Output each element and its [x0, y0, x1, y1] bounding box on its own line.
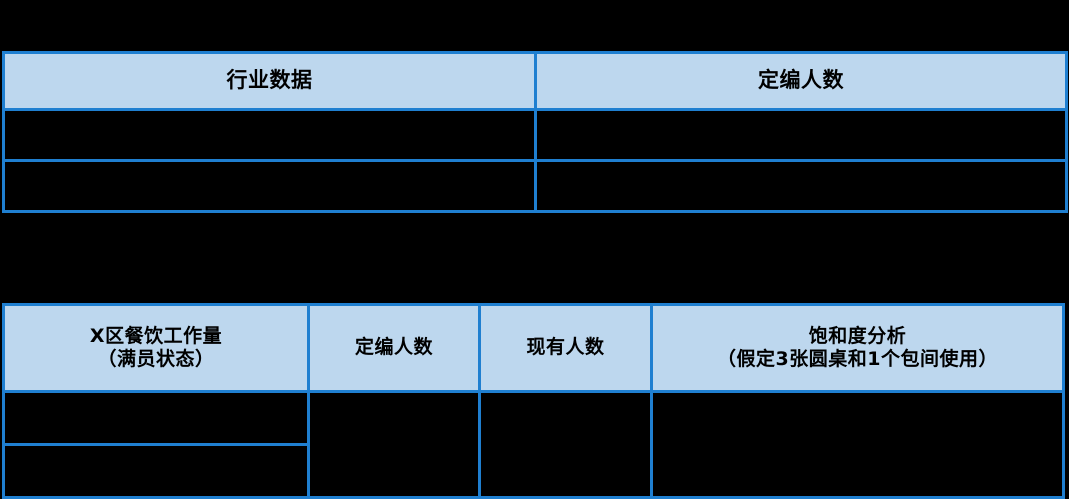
workload-table-header-label-staffing-quota: 定编人数: [354, 336, 433, 359]
workload-table-header-label-workload-line2: （满员状态）: [97, 348, 215, 370]
workload-table-header-cell-saturation-analysis: 饱和度分析 （假定3张圆桌和1个包间使用）: [650, 303, 1065, 393]
table-row: [2, 108, 1068, 162]
industry-data-table: 行业数据 定编人数: [2, 51, 1068, 213]
workload-table-header-label-workload-line1: X区餐饮工作量: [89, 324, 223, 347]
industry-table-cell-r2c2[interactable]: [534, 159, 1068, 213]
workload-table-cell-r2-workload[interactable]: [2, 443, 310, 499]
industry-table-cell-r1c2[interactable]: [534, 108, 1068, 162]
workload-table-header-cell-staffing-quota: 定编人数: [307, 303, 481, 393]
workload-table-header-label-current-headcount: 现有人数: [526, 336, 605, 359]
table-row: [2, 443, 1064, 499]
table-row: [2, 159, 1068, 213]
workload-table-header-cell-current-headcount: 现有人数: [478, 303, 653, 393]
industry-table-header-cell-industry-data: 行业数据: [2, 51, 537, 111]
workload-table-header-label-saturation-line2: （假定3张圆桌和1个包间使用）: [717, 348, 998, 370]
workload-table-header-row: X区餐饮工作量 （满员状态） 定编人数 现有人数 饱和度分析 （假定3张圆桌和1…: [2, 303, 1065, 393]
workload-table-header-cell-workload: X区餐饮工作量 （满员状态）: [2, 303, 310, 393]
workload-table-cell-current-headcount[interactable]: [478, 390, 653, 499]
industry-table-cell-r2c1[interactable]: [2, 159, 537, 213]
industry-table-header-cell-staffing-quota: 定编人数: [534, 51, 1068, 111]
x-district-catering-workload-table: X区餐饮工作量 （满员状态） 定编人数 现有人数 饱和度分析 （假定3张圆桌和1…: [2, 303, 1065, 499]
industry-table-header-label-industry-data: 行业数据: [226, 68, 313, 93]
workload-table-cell-saturation-analysis[interactable]: [650, 390, 1065, 499]
industry-table-cell-r1c1[interactable]: [2, 108, 537, 162]
industry-table-header-row: 行业数据 定编人数: [2, 51, 1068, 111]
table-row: [2, 390, 1065, 499]
industry-table-header-label-staffing-quota: 定编人数: [758, 68, 844, 93]
workload-table-cell-staffing-quota[interactable]: [307, 390, 481, 499]
workload-table-header-label-saturation-line1: 饱和度分析: [808, 324, 907, 347]
workload-table-cell-r1-workload[interactable]: [2, 390, 310, 446]
